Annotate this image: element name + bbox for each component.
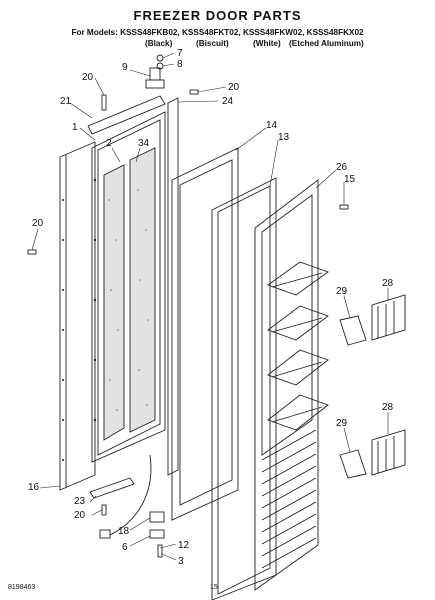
- shelf-trim-upper: [371, 294, 406, 341]
- callout-12: 12: [178, 540, 190, 551]
- callout-20-d: 20: [74, 510, 86, 521]
- callout-20-c: 20: [32, 218, 44, 229]
- screw-bottom: [101, 504, 107, 516]
- page-title: FREEZER DOOR PARTS: [133, 8, 302, 23]
- screw-top-right: [189, 89, 199, 95]
- callout-20-a: 20: [82, 72, 94, 83]
- door-strip: [167, 97, 179, 476]
- screw-liner: [339, 204, 349, 210]
- callout-20-b: 20: [228, 82, 240, 93]
- callout-2: 2: [106, 138, 112, 149]
- screw-left-panel: [27, 249, 37, 255]
- bottom-hinge-assembly: [89, 454, 165, 558]
- callout-29-b: 29: [336, 418, 348, 429]
- shelf-trim-lower: [371, 429, 406, 476]
- callout-7: 7: [177, 48, 183, 59]
- callout-21: 21: [60, 96, 72, 107]
- finish-biscuit: (Biscuit): [196, 39, 229, 48]
- callout-34: 34: [138, 138, 150, 149]
- finish-etched-aluminum: (Etched Aluminum): [289, 39, 364, 48]
- liner-ribs: [261, 429, 317, 569]
- door-inner-frame: [211, 177, 277, 600]
- door-outer-panel: [59, 141, 96, 491]
- finish-white: (White): [253, 39, 281, 48]
- top-hinge-assembly: [145, 54, 165, 89]
- callout-15: 15: [344, 174, 356, 185]
- callout-14: 14: [266, 120, 278, 131]
- top-hinge-bracket: [87, 95, 166, 135]
- callout-26: 26: [336, 162, 348, 173]
- callout-13: 13: [278, 132, 290, 143]
- finish-black: (Black): [145, 39, 173, 48]
- panel-holes: [62, 199, 64, 461]
- door-liner-frame: [91, 111, 166, 463]
- callout-3: 3: [178, 556, 184, 567]
- callout-1: 1: [72, 122, 78, 133]
- leader-lines: [31, 52, 389, 561]
- callout-28-a: 28: [382, 278, 394, 289]
- screw-top-left: [101, 94, 107, 111]
- document-number: 8198463: [8, 584, 36, 591]
- callout-29-a: 29: [336, 286, 348, 297]
- callout-24: 24: [222, 96, 234, 107]
- page-number: 15: [210, 584, 218, 591]
- callout-8: 8: [177, 59, 183, 70]
- callout-23: 23: [74, 496, 86, 507]
- insulation-dots: [108, 189, 149, 411]
- models-line: For Models: KSSS48FKB02, KSSS48FKT02, KS…: [71, 28, 364, 37]
- callout-18: 18: [118, 526, 130, 537]
- door-shelves: [267, 261, 329, 431]
- callout-6: 6: [122, 542, 128, 553]
- shelf-clip-upper: [339, 315, 367, 346]
- callout-28-b: 28: [382, 402, 394, 413]
- shelf-clip-lower: [339, 449, 367, 479]
- door-inner-liner: [254, 179, 319, 591]
- callout-16: 16: [28, 482, 40, 493]
- callout-9: 9: [122, 62, 128, 73]
- door-gasket: [171, 147, 239, 521]
